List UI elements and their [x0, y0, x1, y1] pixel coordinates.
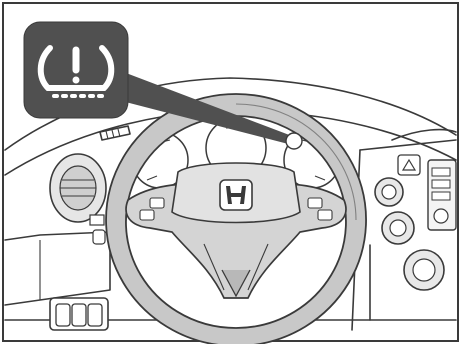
honda-h-logo — [220, 180, 252, 210]
lower-left-switches — [50, 298, 108, 330]
indicator-location-marker — [286, 133, 302, 149]
left-air-vent — [50, 154, 106, 222]
callout-box — [24, 22, 128, 118]
